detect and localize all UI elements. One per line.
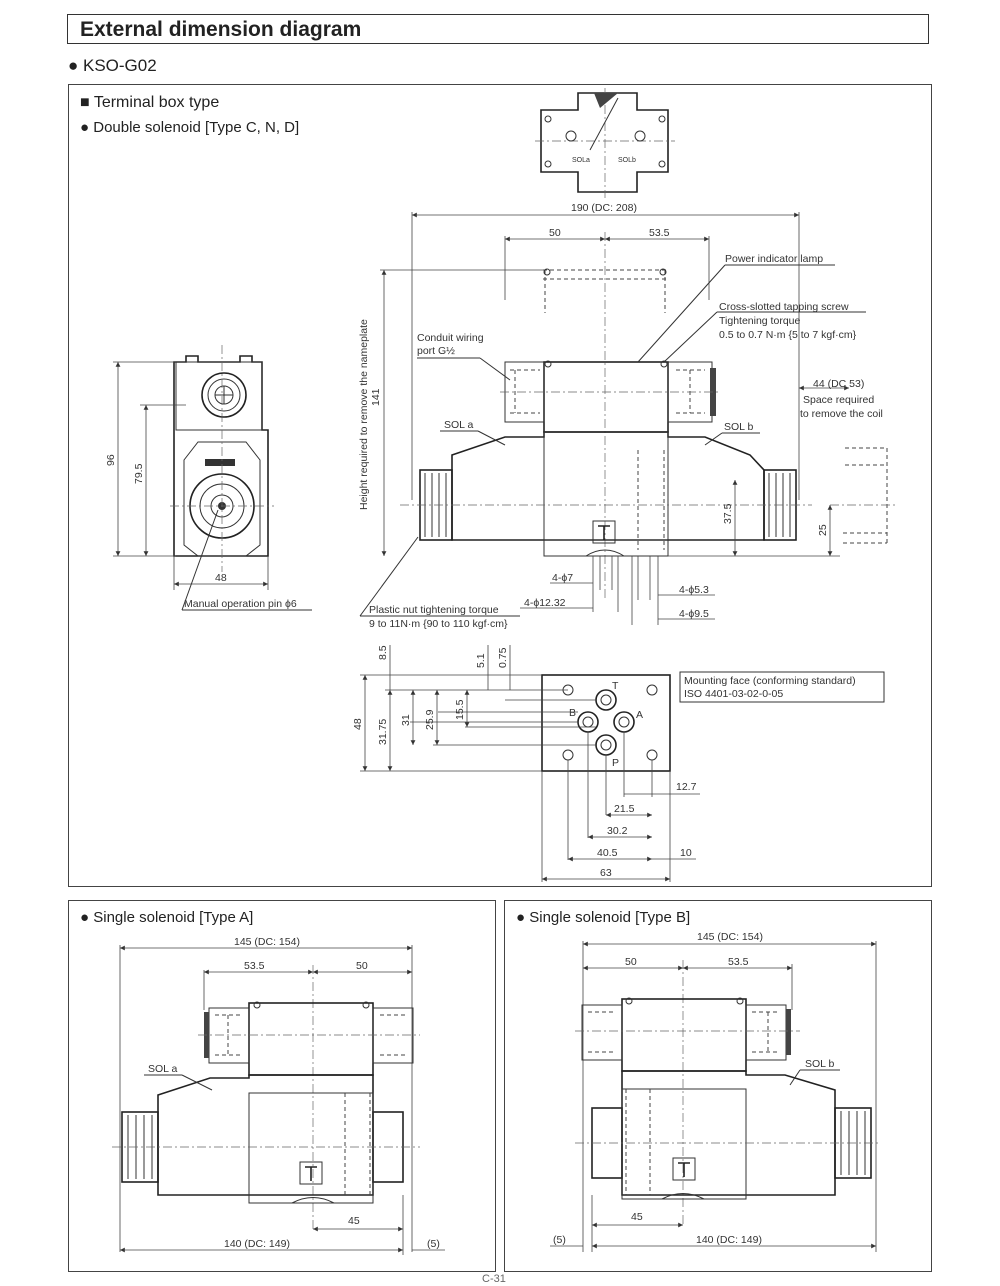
- dim-phi7: 4-ϕ7: [552, 572, 573, 584]
- main-panel: [68, 84, 932, 887]
- screw-label-1: Cross-slotted tapping screw: [719, 301, 849, 313]
- port-b: B: [569, 707, 576, 719]
- dim-8-5: 8.5: [377, 645, 389, 660]
- dim-44: 44 (DC 53): [813, 378, 864, 390]
- screw-label-2: Tightening torque: [719, 315, 800, 327]
- dim-25-9: 25.9: [424, 709, 436, 730]
- b-dim-bottom: 140 (DC: 149): [696, 1234, 762, 1246]
- b-dim-left: 50: [625, 956, 637, 968]
- conduit-label-2: port G½: [417, 345, 455, 357]
- top-sol-a: SOLa: [572, 157, 590, 164]
- dim-31-75: 31.75: [377, 719, 389, 745]
- dim-5-1: 5.1: [475, 653, 487, 668]
- dim-21-5: 21.5: [614, 803, 635, 815]
- type-a-drawing: 145 (DC: 154) 53.5 50 SOL a 45 140 (DC: …: [112, 936, 445, 1255]
- double-solenoid-title: Double solenoid [Type C, N, D]: [93, 119, 300, 136]
- single-solenoid-b-title: Single solenoid [Type B]: [529, 909, 691, 926]
- single-solenoid-a-title: Single solenoid [Type A]: [93, 909, 254, 926]
- a-sol-label: SOL a: [148, 1063, 178, 1075]
- a-dim-bottom: 140 (DC: 149): [224, 1238, 290, 1250]
- a-dim-left: 53.5: [244, 960, 265, 972]
- dim-10: 10: [680, 847, 692, 859]
- panel-b-title: ● Single solenoid [Type B]: [516, 909, 691, 926]
- b-dim-5: (5): [553, 1234, 566, 1246]
- dim-15-5: 15.5: [454, 699, 466, 720]
- dim-48-width: 48: [215, 572, 227, 584]
- main-panel-subtitle: ● Double solenoid [Type C, N, D]: [80, 119, 300, 136]
- section-header: External dimension diagram: [67, 14, 929, 44]
- front-view-double: 190 (DC: 208) 50 53.5 141 Height require…: [358, 202, 895, 630]
- sol-b-label: SOL b: [724, 421, 754, 433]
- power-lamp-label: Power indicator lamp: [725, 253, 823, 265]
- a-dim-5: (5): [427, 1238, 440, 1250]
- dim-63: 63: [600, 867, 612, 879]
- dim-overall-190: 190 (DC: 208): [571, 202, 637, 214]
- page-number: C-31: [482, 1273, 506, 1285]
- side-view: 96 79.5 48 Manual operation pin ϕ6: [105, 345, 312, 611]
- mounting-label-2: ISO 4401-03-02-0-05: [684, 688, 783, 700]
- dim-phi5: 4-ϕ5.3: [679, 584, 709, 596]
- a-dim-right: 50: [356, 960, 368, 972]
- dim-phi9: 4-ϕ9.5: [679, 608, 709, 620]
- screw-label-3: 0.5 to 0.7 N·m {5 to 7 kgf·cm}: [719, 329, 857, 341]
- height-nameplate-label: Height required to remove the nameplate: [358, 319, 370, 510]
- dim-31: 31: [400, 714, 412, 726]
- panel-type-b: [504, 900, 932, 1272]
- model-name: KSO-G02: [83, 56, 157, 75]
- dim-141: 141: [370, 388, 382, 406]
- mounting-face: T B A P Mounting face (conforming standa…: [352, 645, 885, 882]
- b-dim-right: 53.5: [728, 956, 749, 968]
- conduit-label-1: Conduit wiring: [417, 332, 484, 344]
- b-sol-label: SOL b: [805, 1058, 835, 1070]
- type-b-drawing: 145 (DC: 154) 50 53.5 SOL b 45 140 (: [550, 931, 880, 1252]
- top-sol-b: SOLb: [618, 157, 636, 164]
- panel-a-title: ● Single solenoid [Type A]: [80, 909, 254, 926]
- model-heading: ● KSO-G02: [68, 56, 157, 75]
- remove-coil: to remove the coil: [800, 408, 883, 420]
- sol-a-label: SOL a: [444, 419, 474, 431]
- dim-79-5: 79.5: [133, 463, 145, 484]
- manual-pin-label: Manual operation pin ϕ6: [184, 598, 297, 610]
- dim-0-75: 0.75: [497, 647, 509, 668]
- port-a: A: [636, 709, 643, 721]
- terminal-box-title: Terminal box type: [93, 94, 220, 111]
- dim-50: 50: [549, 227, 561, 239]
- a-dim-overall: 145 (DC: 154): [234, 936, 300, 948]
- panel-type-a: [68, 900, 496, 1272]
- dim-25: 25: [817, 524, 829, 536]
- port-t: T: [612, 680, 619, 692]
- dim-30-2: 30.2: [607, 825, 628, 837]
- dim-48-height: 48: [352, 718, 364, 730]
- dim-37-5: 37.5: [722, 503, 734, 524]
- dim-96: 96: [105, 454, 117, 466]
- b-dim-45: 45: [631, 1211, 643, 1223]
- mounting-label-1: Mounting face (conforming standard): [684, 675, 856, 687]
- plastic-nut-1: Plastic nut tightening torque: [369, 604, 499, 616]
- dim-12-7: 12.7: [676, 781, 697, 793]
- plastic-nut-2: 9 to 11N·m {90 to 110 kgf·cm}: [369, 618, 508, 630]
- port-p: P: [612, 757, 619, 769]
- top-view: SOLa SOLb: [535, 88, 675, 198]
- b-dim-overall: 145 (DC: 154): [697, 931, 763, 943]
- a-dim-45: 45: [348, 1215, 360, 1227]
- main-panel-title: ■ Terminal box type: [80, 94, 220, 111]
- dim-53-5: 53.5: [649, 227, 670, 239]
- dim-40-5: 40.5: [597, 847, 618, 859]
- dim-phi12: 4-ϕ12.32: [524, 597, 566, 609]
- space-required: Space required: [803, 394, 874, 406]
- section-title: External dimension diagram: [80, 18, 362, 41]
